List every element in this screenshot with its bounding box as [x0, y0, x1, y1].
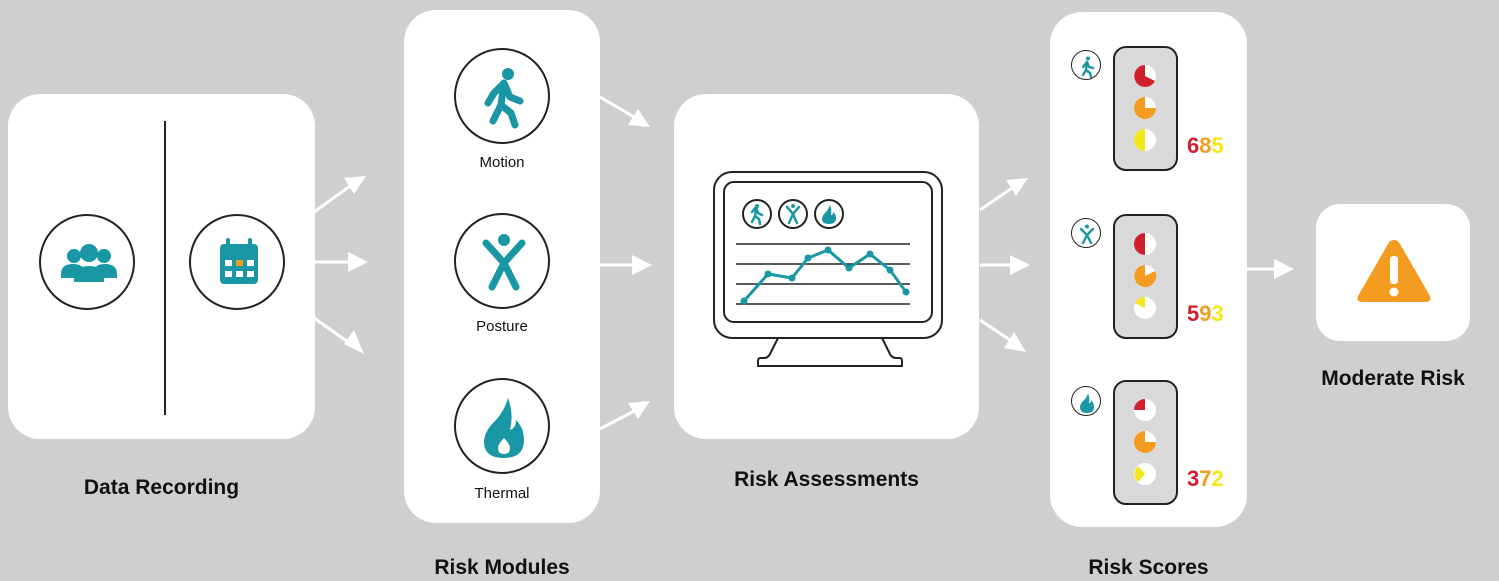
- moderate-risk-label: Moderate Risk: [1321, 367, 1465, 390]
- score-digit: 8: [1199, 133, 1212, 158]
- score-motion-icon: [1071, 50, 1101, 80]
- module-thermal-circle: [454, 378, 550, 474]
- arrows-to-scores: [979, 178, 1030, 352]
- score-digit: 9: [1199, 301, 1212, 326]
- module-thermal-label: Thermal: [474, 485, 530, 502]
- users-icon: [39, 214, 135, 310]
- module-posture-label: Posture: [476, 318, 528, 335]
- arrows-to-assessment: [599, 95, 652, 431]
- traffic-light-motion: [1113, 46, 1178, 171]
- traffic-light-thermal: [1113, 380, 1178, 505]
- score-thermal-icon: [1071, 386, 1101, 416]
- calendar-icon: [189, 214, 285, 310]
- score-digit: 5: [1211, 133, 1224, 158]
- walking-person-icon: [484, 68, 524, 129]
- risk-assessments-label: Risk Assessments: [734, 468, 919, 491]
- flame-icon: [484, 398, 524, 458]
- arrows-to-modules: [313, 176, 368, 354]
- score-digit: 7: [1199, 466, 1212, 491]
- arrow-to-result: [1246, 259, 1294, 279]
- module-motion-circle: [454, 48, 550, 144]
- score-digit: 5: [1187, 301, 1200, 326]
- score-digit: 3: [1211, 301, 1224, 326]
- warning-icon: [1357, 240, 1431, 302]
- module-motion-label: Motion: [479, 154, 525, 171]
- score-digit: 6: [1187, 133, 1200, 158]
- monitor-icon: [713, 171, 943, 367]
- score-thermal-value: 372: [1187, 466, 1224, 492]
- score-posture-icon: [1071, 218, 1101, 248]
- risk-modules-label: Risk Modules: [434, 556, 570, 579]
- module-posture-circle: [454, 213, 550, 309]
- divider: [164, 121, 166, 415]
- score-digit: 3: [1187, 466, 1200, 491]
- traffic-light-posture: [1113, 214, 1178, 339]
- data-recording-label: Data Recording: [83, 476, 240, 499]
- risk-scores-label: Risk Scores: [1088, 556, 1209, 579]
- score-posture-value: 593: [1187, 301, 1224, 327]
- score-digit: 2: [1211, 466, 1224, 491]
- star-person-icon: [482, 234, 526, 291]
- score-motion-value: 685: [1187, 133, 1224, 159]
